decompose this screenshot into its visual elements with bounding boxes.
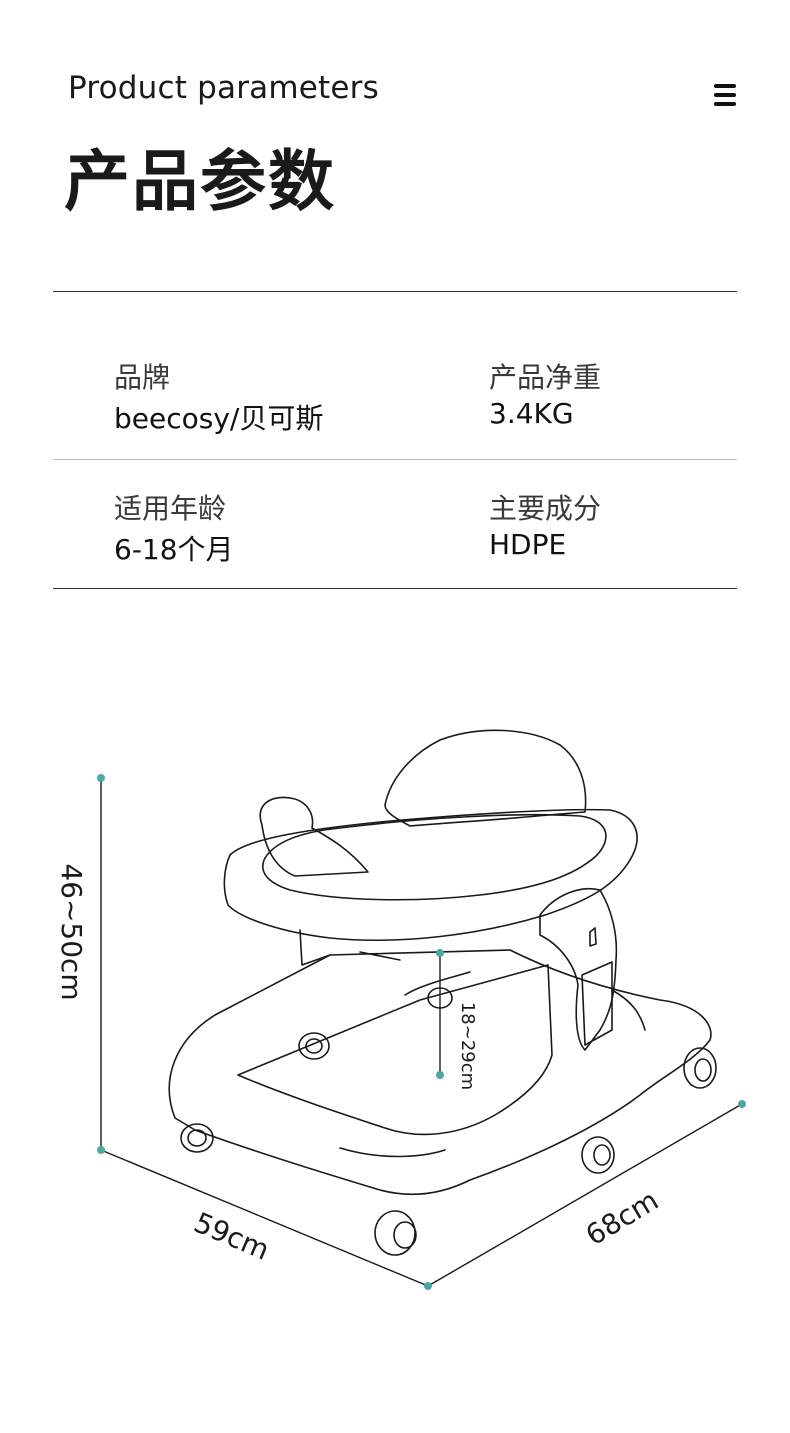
param-value-weight: 3.4KG bbox=[489, 397, 574, 430]
seat-height-dimension-label: 18~29cm bbox=[457, 1002, 478, 1090]
dimension-dot bbox=[436, 1071, 444, 1079]
dimension-dot bbox=[97, 1146, 105, 1154]
param-value-age: 6-18个月 bbox=[114, 533, 234, 566]
param-label-age: 适用年龄 bbox=[114, 492, 227, 525]
param-label-brand: 品牌 bbox=[114, 361, 171, 394]
dimension-dot bbox=[738, 1100, 746, 1108]
walker-side-support bbox=[539, 888, 618, 1051]
dimension-dot bbox=[424, 1282, 432, 1290]
height-dimension-label: 46~50cm bbox=[55, 863, 88, 1000]
walker-tray bbox=[223, 808, 638, 942]
param-label-weight: 产品净重 bbox=[489, 361, 602, 394]
table-middle-rule bbox=[53, 459, 737, 460]
page-title: 产品参数 bbox=[64, 143, 336, 220]
width-dimension-line bbox=[100, 1149, 429, 1287]
hamburger-menu-icon[interactable] bbox=[710, 82, 740, 108]
dimension-dot bbox=[97, 774, 105, 782]
walker-base-inner bbox=[237, 964, 553, 1136]
baby-walker-diagram: 46~50cm 18~29cm 59cm 68cm bbox=[55, 729, 746, 1290]
length-dimension-label: 68cm bbox=[580, 1184, 664, 1253]
param-value-brand: beecosy/贝可斯 bbox=[114, 402, 324, 435]
walker-toy bbox=[259, 796, 369, 877]
param-value-material: HDPE bbox=[489, 528, 567, 561]
table-top-rule bbox=[53, 291, 737, 292]
walker-seat bbox=[384, 729, 587, 827]
page-subtitle: Product parameters bbox=[68, 70, 379, 106]
walker-base bbox=[168, 949, 712, 1196]
table-bottom-rule bbox=[53, 588, 737, 589]
length-dimension-line bbox=[427, 1103, 743, 1287]
dimension-dot bbox=[436, 949, 444, 957]
param-label-material: 主要成分 bbox=[489, 492, 602, 525]
width-dimension-label: 59cm bbox=[189, 1206, 274, 1267]
